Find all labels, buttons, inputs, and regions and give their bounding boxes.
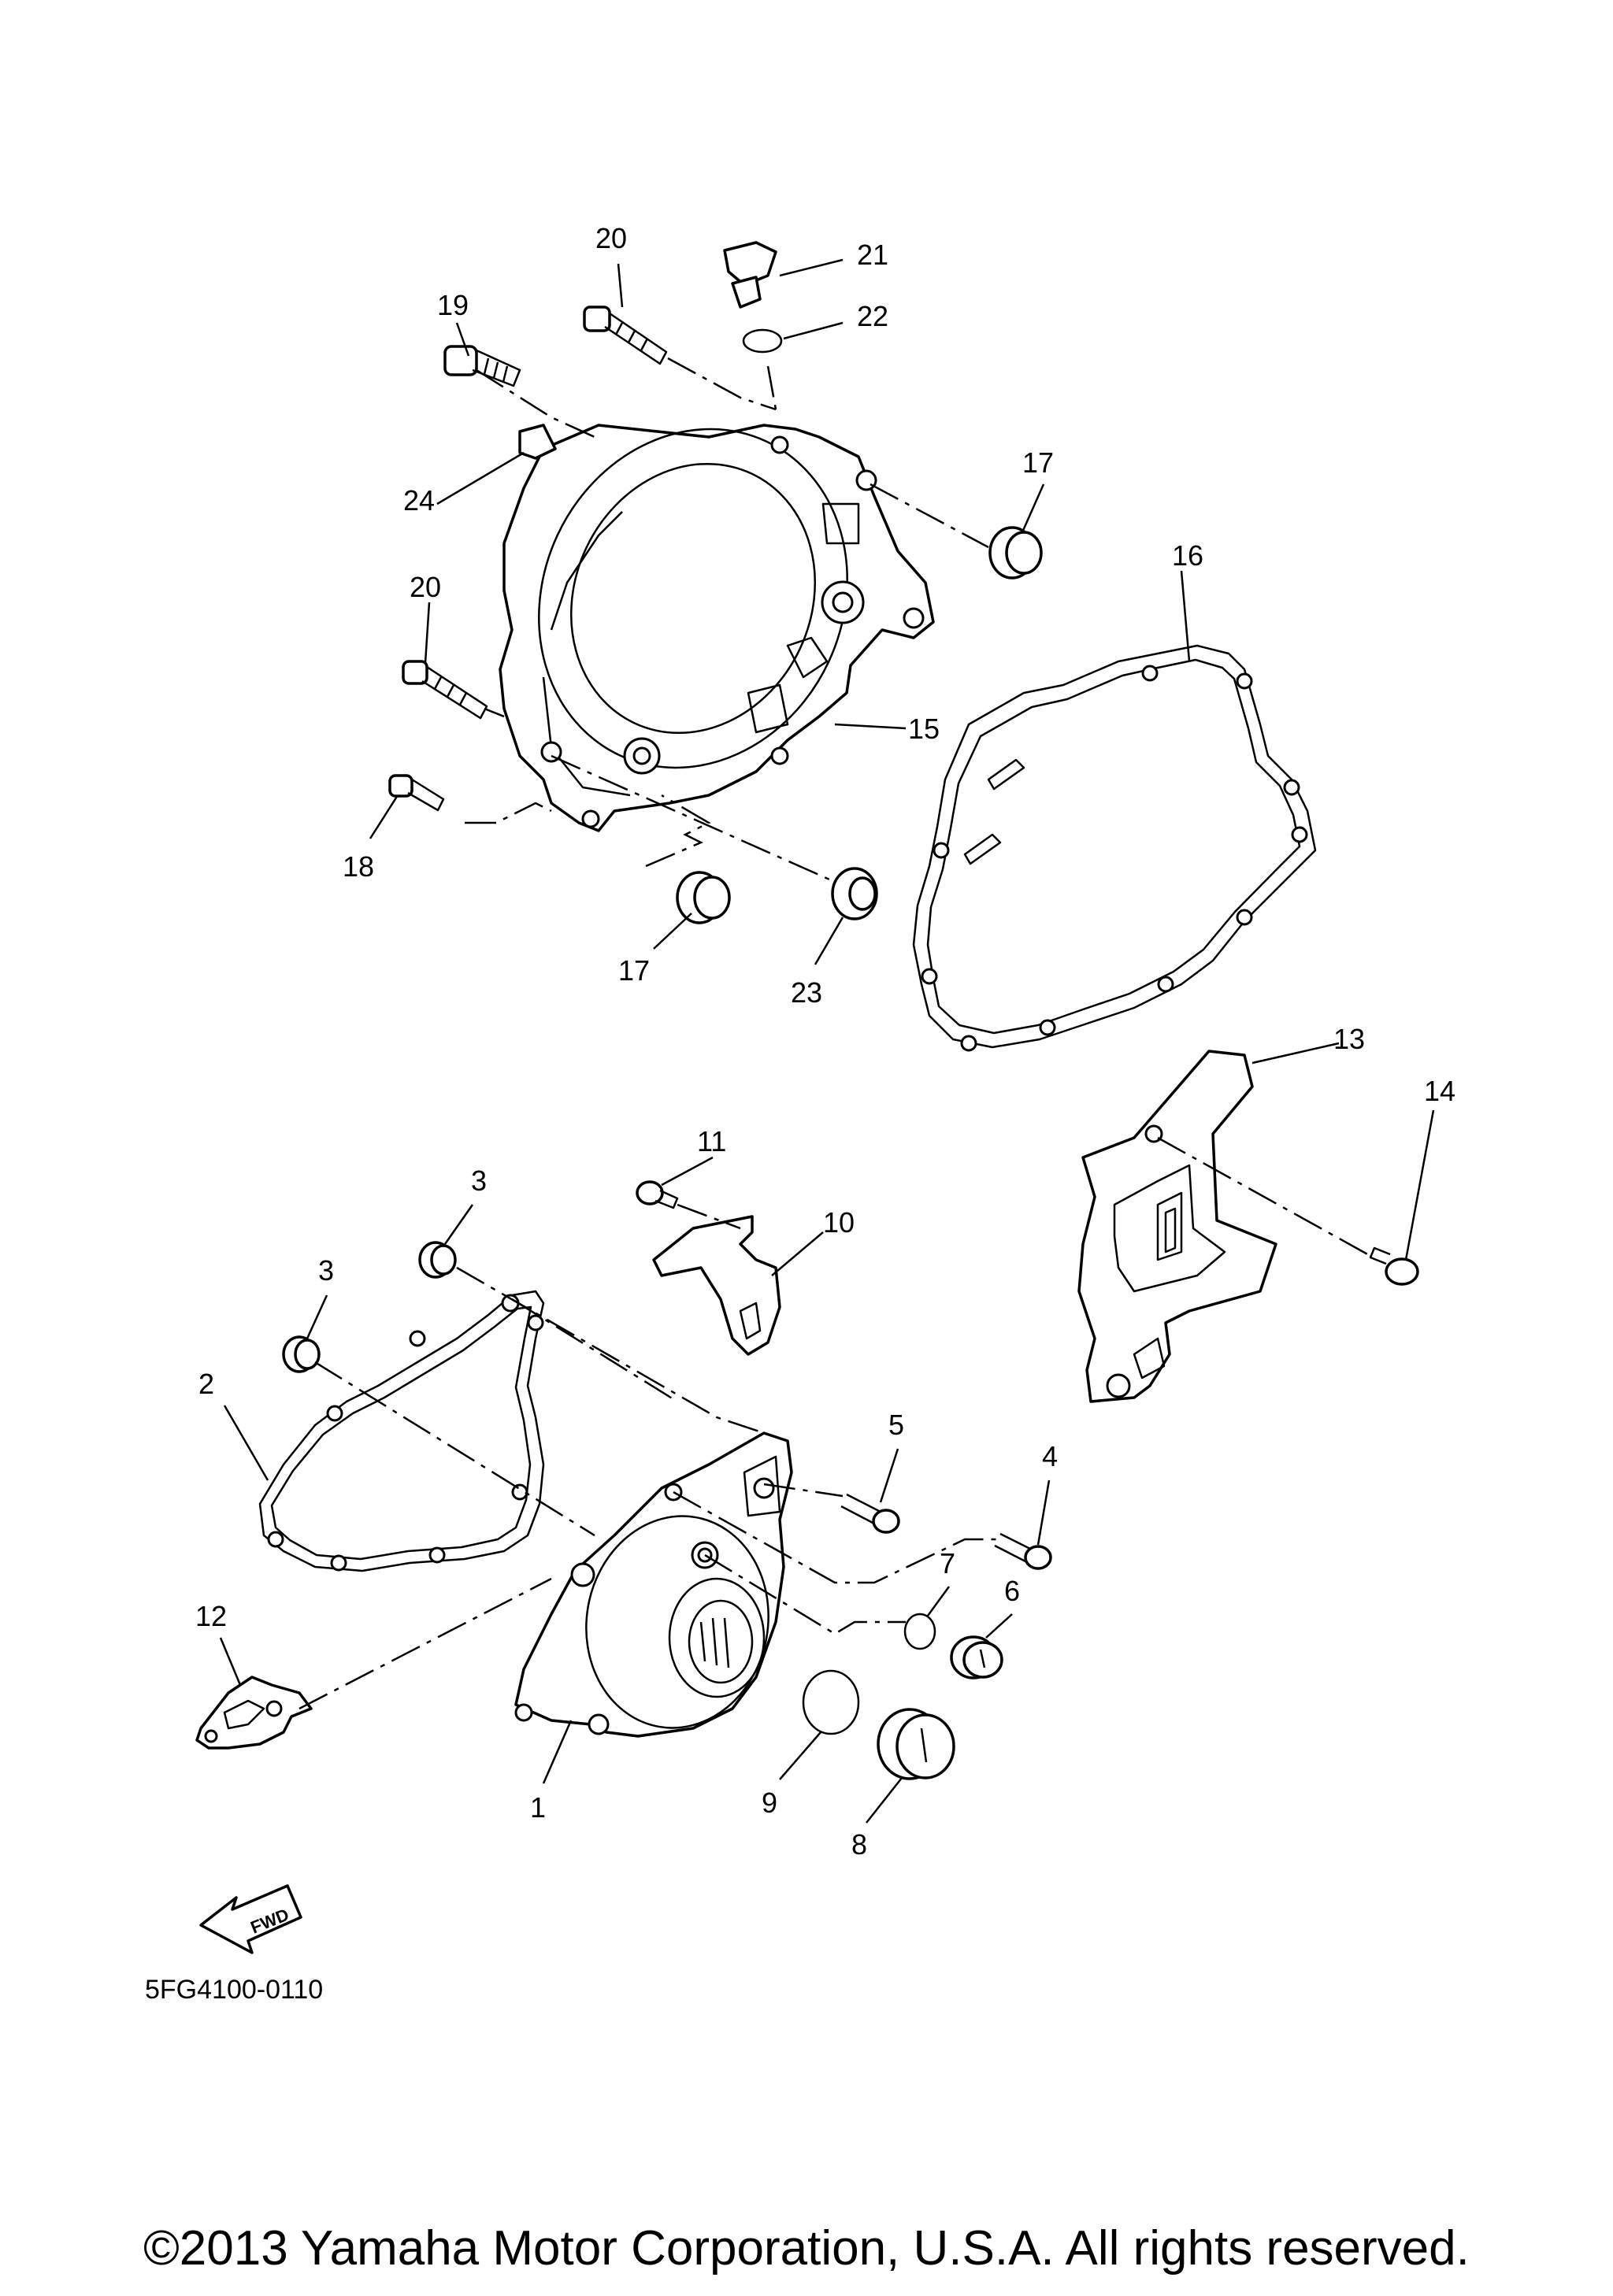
bracket-part-10 [652,1215,781,1356]
callout-labels: 1 2 3 3 4 5 6 7 8 9 10 11 12 13 14 15 16… [195,222,1455,1861]
bolt-part-19 [443,345,521,387]
dowel-pin-part-17-top [988,526,1043,580]
callout-22: 22 [857,300,888,332]
crankcase-cover-part-15 [499,424,935,832]
gasket-part-2 [258,1290,545,1572]
sprocket-cover-part-13 [1077,1050,1277,1403]
callout-5: 5 [888,1409,904,1441]
leader-lines [219,258,1435,1824]
callout-1: 1 [530,1791,546,1824]
bolt-part-5 [840,1493,900,1534]
o-ring-part-22 [742,328,783,354]
callout-24: 24 [403,484,435,517]
callout-10: 10 [823,1206,855,1239]
o-ring-part-7 [903,1613,936,1650]
callout-20-top: 20 [595,222,627,254]
dowel-pin-part-3-upper [418,1241,457,1279]
callout-4: 4 [1042,1440,1058,1472]
bolt-part-18 [388,774,445,812]
oil-seal-part-23 [831,867,878,920]
callout-21: 21 [857,239,888,271]
screw-part-11 [636,1180,679,1209]
bolt-part-20-mid [402,660,488,720]
callout-9: 9 [762,1787,777,1819]
callout-18: 18 [343,850,374,883]
bolt-part-20-top [583,306,668,365]
callout-15: 15 [908,713,940,745]
callout-3-lower: 3 [318,1254,334,1287]
plug-part-8 [877,1708,955,1780]
callout-7: 7 [940,1547,955,1579]
bolt-part-14 [1369,1246,1419,1286]
callout-17-top: 17 [1022,446,1054,479]
stator-cover-part-1 [514,1431,793,1738]
callout-13: 13 [1333,1023,1365,1055]
clamp-part-12 [195,1676,313,1750]
callout-17-bottom: 17 [618,954,650,987]
callout-12: 12 [195,1600,227,1632]
oil-filler-cap-part-21 [723,241,777,309]
callout-14: 14 [1424,1075,1455,1107]
callout-2: 2 [198,1368,214,1400]
fwd-arrow-icon: FWD [199,1884,302,1954]
copyright-notice: ©2013 Yamaha Motor Corporation, U.S.A. A… [143,2221,1470,2276]
o-ring-part-9 [802,1669,860,1735]
dowel-pin-part-3-lower [282,1335,321,1373]
callout-20-mid: 20 [410,571,441,603]
callout-19: 19 [437,289,469,321]
alignment-lines [298,357,1371,1710]
dowel-pin-part-17-bottom [676,871,731,924]
bolt-part-4 [994,1532,1052,1570]
callout-3-upper: 3 [471,1165,487,1197]
callout-11: 11 [697,1125,726,1157]
diagram-code: 5FG4100-0110 [145,1975,324,2005]
callout-16: 16 [1172,539,1203,572]
clip-part-24 [518,424,557,460]
callout-6: 6 [1004,1575,1020,1607]
callout-8: 8 [851,1828,867,1861]
plug-part-6 [950,1635,1003,1679]
gasket-part-16 [912,644,1317,1052]
callout-23: 23 [791,976,822,1009]
